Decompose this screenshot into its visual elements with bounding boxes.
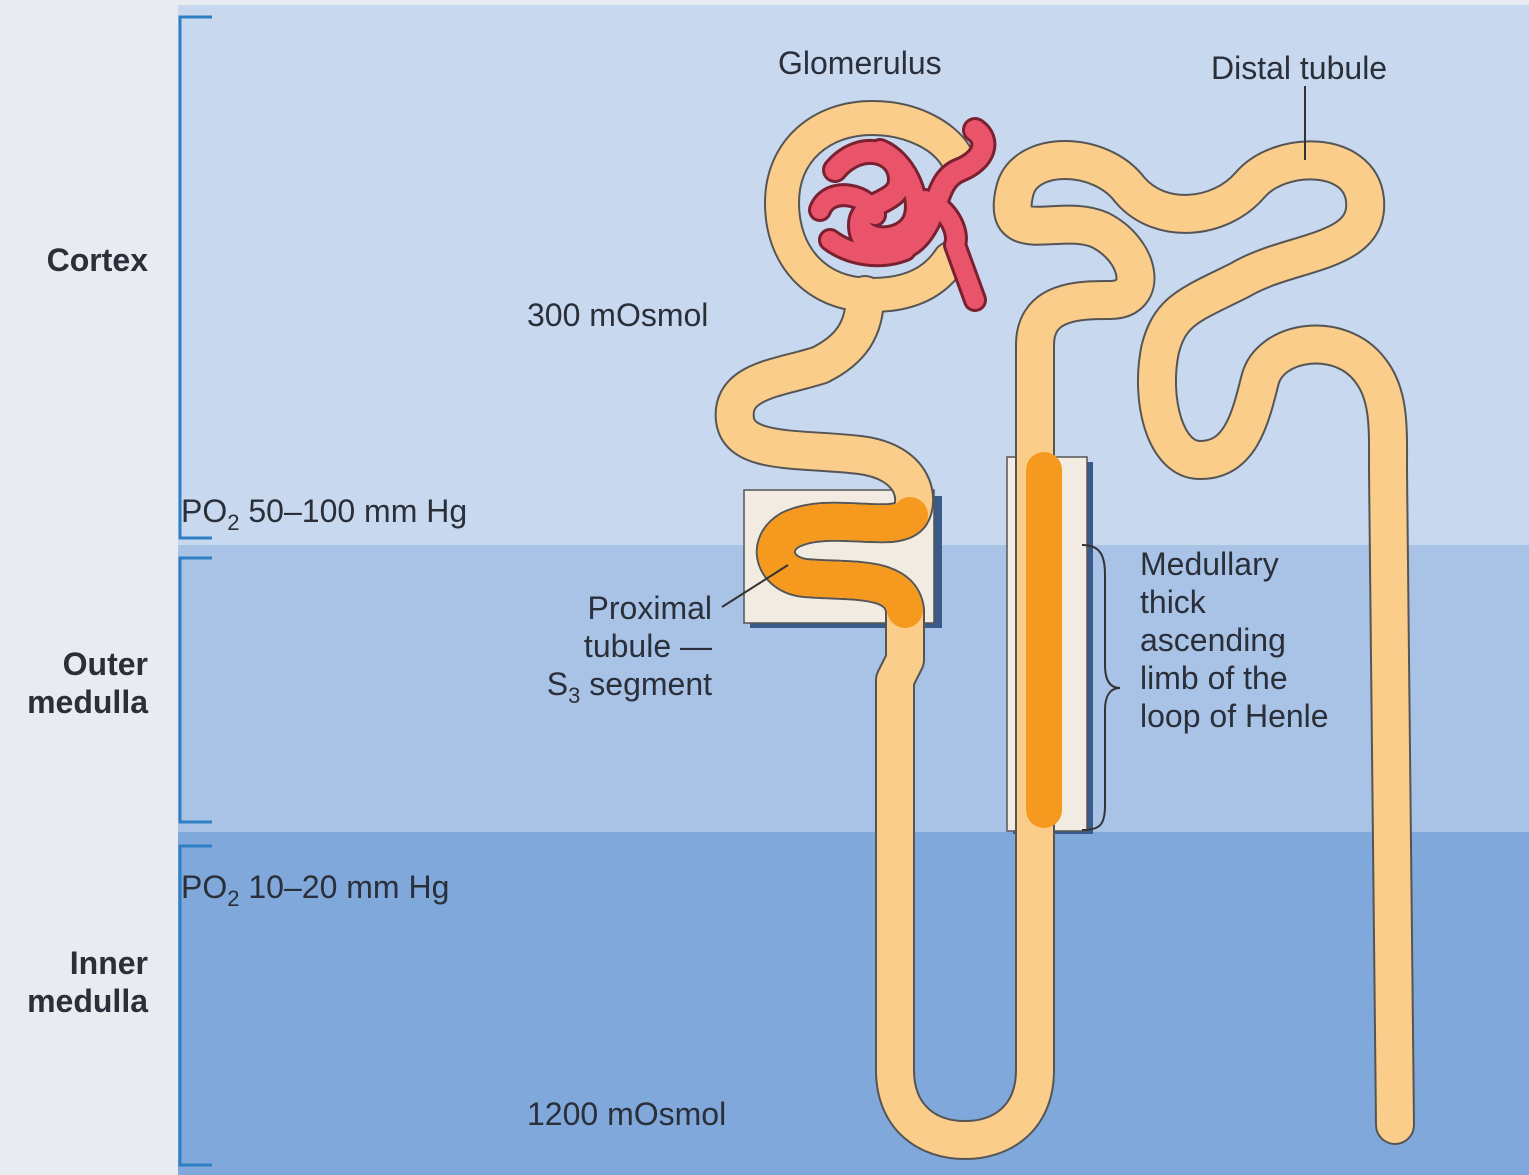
po2-cortex-suffix: 50–100 mm Hg <box>239 493 467 529</box>
inner-medulla-label-line1: Inner <box>27 944 148 982</box>
proximal-label-s: S <box>547 666 568 702</box>
proximal-label-segment: segment <box>580 666 712 702</box>
inner-medulla-label-line2: medulla <box>27 982 148 1020</box>
osmol-bottom-label: 1200 mOsmol <box>527 1095 726 1133</box>
outer-medulla-label-line2: medulla <box>27 683 148 721</box>
proximal-label-line3: S3 segment <box>547 665 712 707</box>
proximal-tubule-label: Proximal tubule — S3 segment <box>547 589 712 707</box>
outer-medulla-label-line1: Outer <box>27 645 148 683</box>
distal-tubule-label: Distal tubule <box>1211 49 1387 87</box>
po2-inner-suffix: 10–20 mm Hg <box>239 869 449 905</box>
cortex-label: Cortex <box>47 241 148 279</box>
mtal-label-line2: thick <box>1140 583 1329 621</box>
proximal-label-line1: Proximal <box>547 589 712 627</box>
mtal-label: Medullary thick ascending limb of the lo… <box>1140 545 1329 735</box>
osmol-top-label: 300 mOsmol <box>527 296 708 334</box>
mtal-label-line4: limb of the <box>1140 659 1329 697</box>
inner-medulla-label: Inner medulla <box>27 944 148 1020</box>
proximal-label-sub: 3 <box>568 683 580 708</box>
mtal-label-line3: ascending <box>1140 621 1329 659</box>
mtal-label-line1: Medullary <box>1140 545 1329 583</box>
outer-medulla-label: Outer medulla <box>27 645 148 721</box>
po2-cortex-sub: 2 <box>227 510 239 535</box>
mtal-label-line5: loop of Henle <box>1140 697 1329 735</box>
po2-inner-prefix: PO <box>181 869 227 905</box>
po2-cortex-prefix: PO <box>181 493 227 529</box>
po2-cortex-label: PO2 50–100 mm Hg <box>181 492 467 534</box>
po2-inner-sub: 2 <box>227 886 239 911</box>
po2-inner-label: PO2 10–20 mm Hg <box>181 868 449 910</box>
proximal-label-line2: tubule — <box>547 627 712 665</box>
glomerulus-label: Glomerulus <box>778 44 942 82</box>
